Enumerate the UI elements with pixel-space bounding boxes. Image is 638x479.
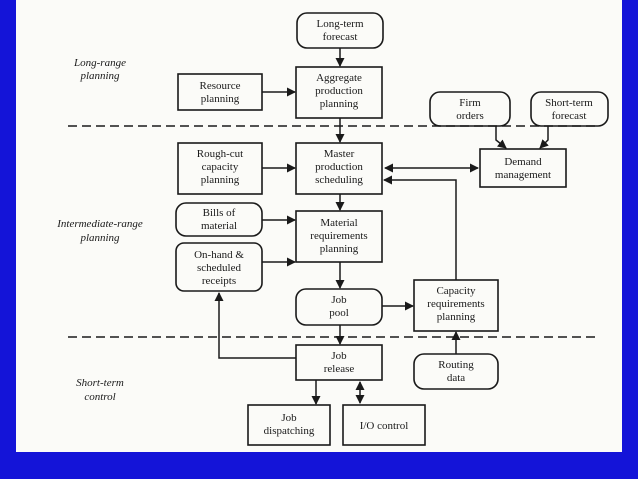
section-label-short-term-1: Short-term bbox=[76, 377, 124, 389]
routing-data-label-1: Routing bbox=[438, 359, 474, 371]
crp-label-3: planning bbox=[437, 311, 476, 323]
bills-of-material-label-2: material bbox=[201, 220, 237, 232]
section-label-short-term-2: control bbox=[84, 391, 115, 403]
job-release-box bbox=[295, 344, 383, 381]
rough-cut-label-2: capacity bbox=[202, 161, 239, 173]
on-hand-label-1: On-hand & bbox=[194, 249, 244, 261]
section-label-intermediate-2: planning bbox=[79, 232, 120, 244]
resource-planning-label-1: Resource bbox=[200, 80, 241, 92]
aggregate-label-3: planning bbox=[320, 98, 359, 110]
long-term-forecast-label-2: forecast bbox=[323, 31, 358, 43]
io-control-box bbox=[342, 404, 426, 446]
firm-orders-box bbox=[429, 91, 511, 127]
mps-label-1: Master bbox=[324, 148, 355, 160]
firm-orders-label-2: orders bbox=[456, 110, 484, 122]
on-hand-label-3: receipts bbox=[202, 275, 236, 287]
routing-data-label-2: data bbox=[447, 372, 465, 384]
bills-of-material-label-1: Bills of bbox=[203, 207, 236, 219]
aggregate-production-planning-box bbox=[295, 66, 383, 119]
section-label-intermediate-1: Intermediate-range bbox=[56, 218, 143, 230]
demand-management-label-1: Demand bbox=[504, 156, 542, 168]
section-label-long-range-1: Long-range bbox=[73, 57, 126, 69]
material-requirements-planning-box bbox=[295, 210, 383, 263]
job-pool-box bbox=[295, 288, 383, 326]
slide-background bbox=[16, 0, 622, 452]
mrp-label-2: requirements bbox=[310, 230, 367, 242]
rough-cut-label-1: Rough-cut bbox=[197, 148, 243, 160]
short-term-forecast-label-2: forecast bbox=[552, 110, 587, 122]
mps-label-2: production bbox=[315, 161, 363, 173]
arrow-crp-to-mps bbox=[383, 175, 457, 280]
job-dispatching-label-1: Job bbox=[281, 412, 297, 424]
on-hand-scheduled-receipts-box bbox=[175, 242, 263, 292]
crp-label-1: Capacity bbox=[436, 285, 476, 297]
io-control-label: I/O control bbox=[360, 420, 409, 432]
job-release-label-2: release bbox=[324, 363, 355, 375]
job-dispatching-box bbox=[247, 404, 331, 446]
on-hand-label-2: scheduled bbox=[197, 262, 241, 274]
section-label-long-range-2: planning bbox=[79, 70, 120, 82]
resource-planning-label-2: planning bbox=[201, 93, 240, 105]
crp-label-2: requirements bbox=[427, 298, 484, 310]
mrp-label-1: Material bbox=[320, 217, 357, 229]
demand-management-box bbox=[479, 148, 567, 188]
short-term-forecast-box bbox=[530, 91, 609, 127]
job-dispatching-label-2: dispatching bbox=[264, 425, 315, 437]
aggregate-label-1: Aggregate bbox=[316, 72, 362, 84]
arrow-firm-orders-to-demand bbox=[495, 126, 507, 149]
rough-cut-label-3: planning bbox=[201, 174, 240, 186]
long-term-forecast-label-1: Long-term bbox=[316, 18, 363, 30]
arrow-release-to-onhand bbox=[214, 292, 296, 359]
bottom-strip bbox=[0, 452, 638, 479]
job-release-label-1: Job bbox=[331, 350, 347, 362]
arrow-short-forecast-to-demand bbox=[539, 126, 549, 149]
master-production-scheduling-box bbox=[295, 142, 383, 195]
aggregate-label-2: production bbox=[315, 85, 363, 97]
demand-management-label-2: management bbox=[495, 169, 551, 181]
short-term-forecast-label-1: Short-term bbox=[545, 97, 593, 109]
job-pool-label-1: Job bbox=[331, 294, 347, 306]
firm-orders-label-1: Firm bbox=[459, 97, 481, 109]
job-pool-label-2: pool bbox=[329, 307, 349, 319]
mrp-label-3: planning bbox=[320, 243, 359, 255]
mps-label-3: scheduling bbox=[315, 174, 363, 186]
